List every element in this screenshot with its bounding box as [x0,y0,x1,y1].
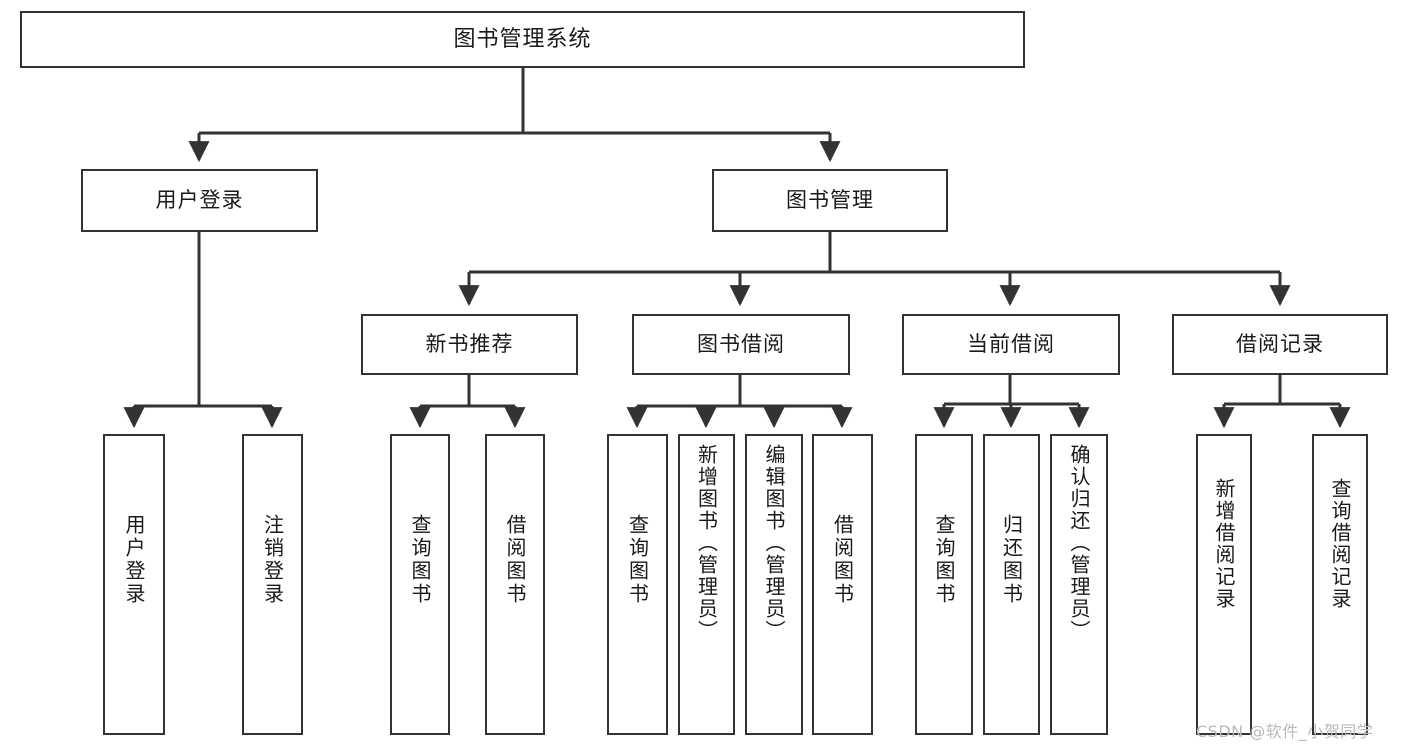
leaf-query-book-2-label: 查询图书 [625,514,650,606]
node-current-borrow[interactable]: 当前借阅 [902,314,1120,375]
leaf-add-book-admin[interactable]: 新增图书（管理员） [678,434,735,735]
leaf-borrow-book-1-label: 借阅图书 [503,514,527,606]
node-borrow-record[interactable]: 借阅记录 [1172,314,1388,375]
leaf-query-book-3[interactable]: 查询图书 [915,434,973,735]
leaf-borrow-book-1[interactable]: 借阅图书 [485,434,545,735]
leaf-edit-book-admin-label: 编辑图书（管理员） [762,444,786,642]
leaf-edit-book-admin[interactable]: 编辑图书（管理员） [745,434,803,735]
node-user-login[interactable]: 用户登录 [81,169,318,232]
leaf-add-book-admin-label: 新增图书（管理员） [694,444,719,642]
leaf-add-borrow-record[interactable]: 新增借阅记录 [1196,434,1252,735]
node-user-login-label: 用户登录 [155,188,244,213]
leaf-logout-label: 注销登录 [260,514,285,606]
leaf-confirm-return-admin-label: 确认归还（管理员） [1067,444,1091,642]
node-book-borrow-label: 图书借阅 [697,332,785,357]
leaf-add-borrow-record-label: 新增借阅记录 [1212,478,1236,610]
leaf-logout[interactable]: 注销登录 [242,434,303,735]
node-book-management-label: 图书管理 [786,188,874,213]
leaf-return-book-label: 归还图书 [999,514,1024,606]
leaf-user-login-label: 用户登录 [122,514,146,606]
node-root[interactable]: 图书管理系统 [20,11,1025,68]
node-root-label: 图书管理系统 [453,26,592,52]
leaf-confirm-return-admin[interactable]: 确认归还（管理员） [1050,434,1108,735]
leaf-query-book-2[interactable]: 查询图书 [607,434,668,735]
leaf-query-borrow-record-label: 查询借阅记录 [1328,478,1352,610]
leaf-query-borrow-record[interactable]: 查询借阅记录 [1312,434,1368,735]
node-book-borrow[interactable]: 图书借阅 [632,314,850,375]
csdn-watermark: CSDN @软件_小贺同学 [1196,722,1374,741]
leaf-query-book-3-label: 查询图书 [932,514,956,606]
node-borrow-record-label: 借阅记录 [1236,332,1324,357]
node-new-book-recommend-label: 新书推荐 [425,332,514,357]
leaf-borrow-book-2-label: 借阅图书 [830,514,855,606]
node-current-borrow-label: 当前借阅 [967,332,1055,357]
leaf-user-login[interactable]: 用户登录 [103,434,165,735]
leaf-borrow-book-2[interactable]: 借阅图书 [812,434,873,735]
leaf-return-book[interactable]: 归还图书 [983,434,1040,735]
node-book-management[interactable]: 图书管理 [712,169,948,232]
leaf-query-book-1-label: 查询图书 [408,514,432,606]
node-new-book-recommend[interactable]: 新书推荐 [361,314,578,375]
leaf-query-book-1[interactable]: 查询图书 [390,434,450,735]
